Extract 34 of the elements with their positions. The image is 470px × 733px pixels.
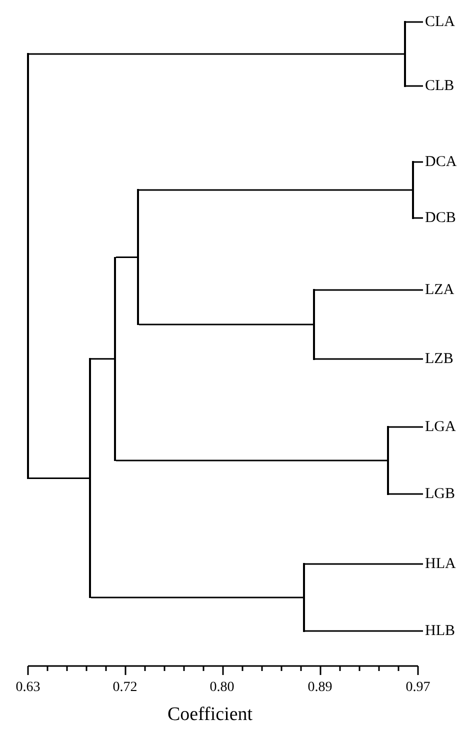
- dendrogram-branch: [305, 563, 423, 565]
- sample-label: HLB: [425, 622, 455, 640]
- dendrogram-branch: [29, 477, 89, 479]
- axis-title: Coefficient: [167, 704, 253, 726]
- dendrogram-branch: [29, 53, 404, 55]
- dendrogram-branch: [414, 217, 423, 219]
- dendrogram-branch: [406, 85, 423, 87]
- sample-label: DCB: [425, 209, 456, 227]
- sample-label: LGA: [425, 418, 456, 436]
- dendrogram-branch: [139, 189, 412, 191]
- tick-label: 0.89: [308, 680, 332, 696]
- dendrogram-branch: [91, 596, 303, 598]
- tick-label: 0.72: [112, 680, 138, 696]
- dendrogram-branch: [315, 358, 423, 360]
- sample-label: CLA: [425, 13, 455, 31]
- dendrogram-branch: [389, 493, 423, 495]
- dendrogram-branch: [91, 358, 114, 360]
- dendrogram-branch: [305, 630, 423, 632]
- sample-label: LZB: [425, 350, 454, 368]
- dendrogram-branch: [139, 324, 313, 326]
- dendrogram-branch: [406, 21, 423, 23]
- dendrogram-branch: [116, 460, 387, 462]
- sample-label: LZA: [425, 281, 454, 299]
- sample-label: HLA: [425, 555, 456, 573]
- dendrogram-branch: [389, 426, 423, 428]
- tick-label: 0.63: [16, 680, 40, 696]
- sample-label: DCA: [425, 153, 457, 171]
- tick-label: 0.80: [210, 680, 234, 696]
- dendrogram-branch: [116, 256, 137, 258]
- sample-label: LGB: [425, 485, 455, 503]
- sample-label: CLB: [425, 77, 454, 95]
- dendrogram-branch: [414, 161, 423, 163]
- dendrogram-branch: [315, 289, 423, 291]
- tick-label: 0.97: [406, 680, 430, 696]
